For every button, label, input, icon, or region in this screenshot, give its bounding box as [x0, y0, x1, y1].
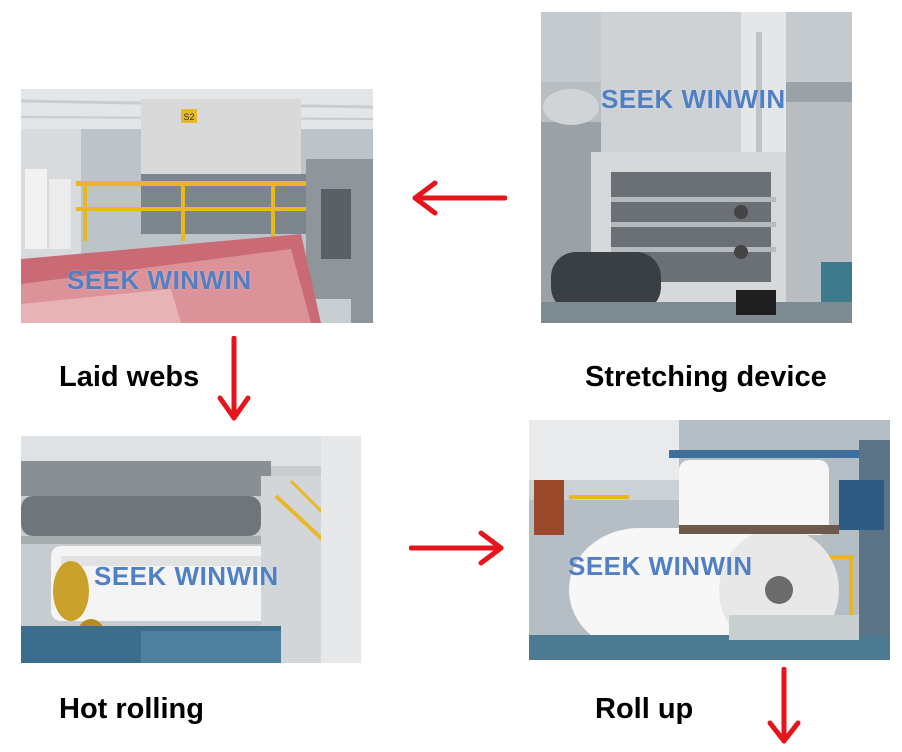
watermark-hot-rolling: SEEK WINWIN — [94, 561, 279, 591]
photo-laid-webs: S2 SEEK WINWIN — [21, 89, 373, 323]
photo-roll-up: SEEK WINWIN — [529, 420, 890, 660]
arrow-right — [409, 530, 507, 566]
watermark-stretching-device: SEEK WINWIN — [601, 84, 786, 114]
label-roll-up: Roll up — [595, 693, 694, 725]
arrow-left — [409, 180, 507, 216]
arrow-down-2 — [766, 667, 802, 747]
watermark-laid-webs: SEEK WINWIN — [67, 265, 252, 295]
label-hot-rolling: Hot rolling — [59, 693, 204, 725]
watermark-roll-up: SEEK WINWIN — [568, 551, 753, 581]
machine-tag: S2 — [183, 112, 194, 122]
arrow-down-1 — [216, 336, 252, 424]
photo-stretching-device: SEEK WINWIN — [541, 12, 852, 323]
label-laid-webs: Laid webs — [59, 361, 200, 393]
photo-hot-rolling: SEEK WINWIN — [21, 436, 361, 663]
label-stretching-device: Stretching device — [585, 361, 827, 393]
